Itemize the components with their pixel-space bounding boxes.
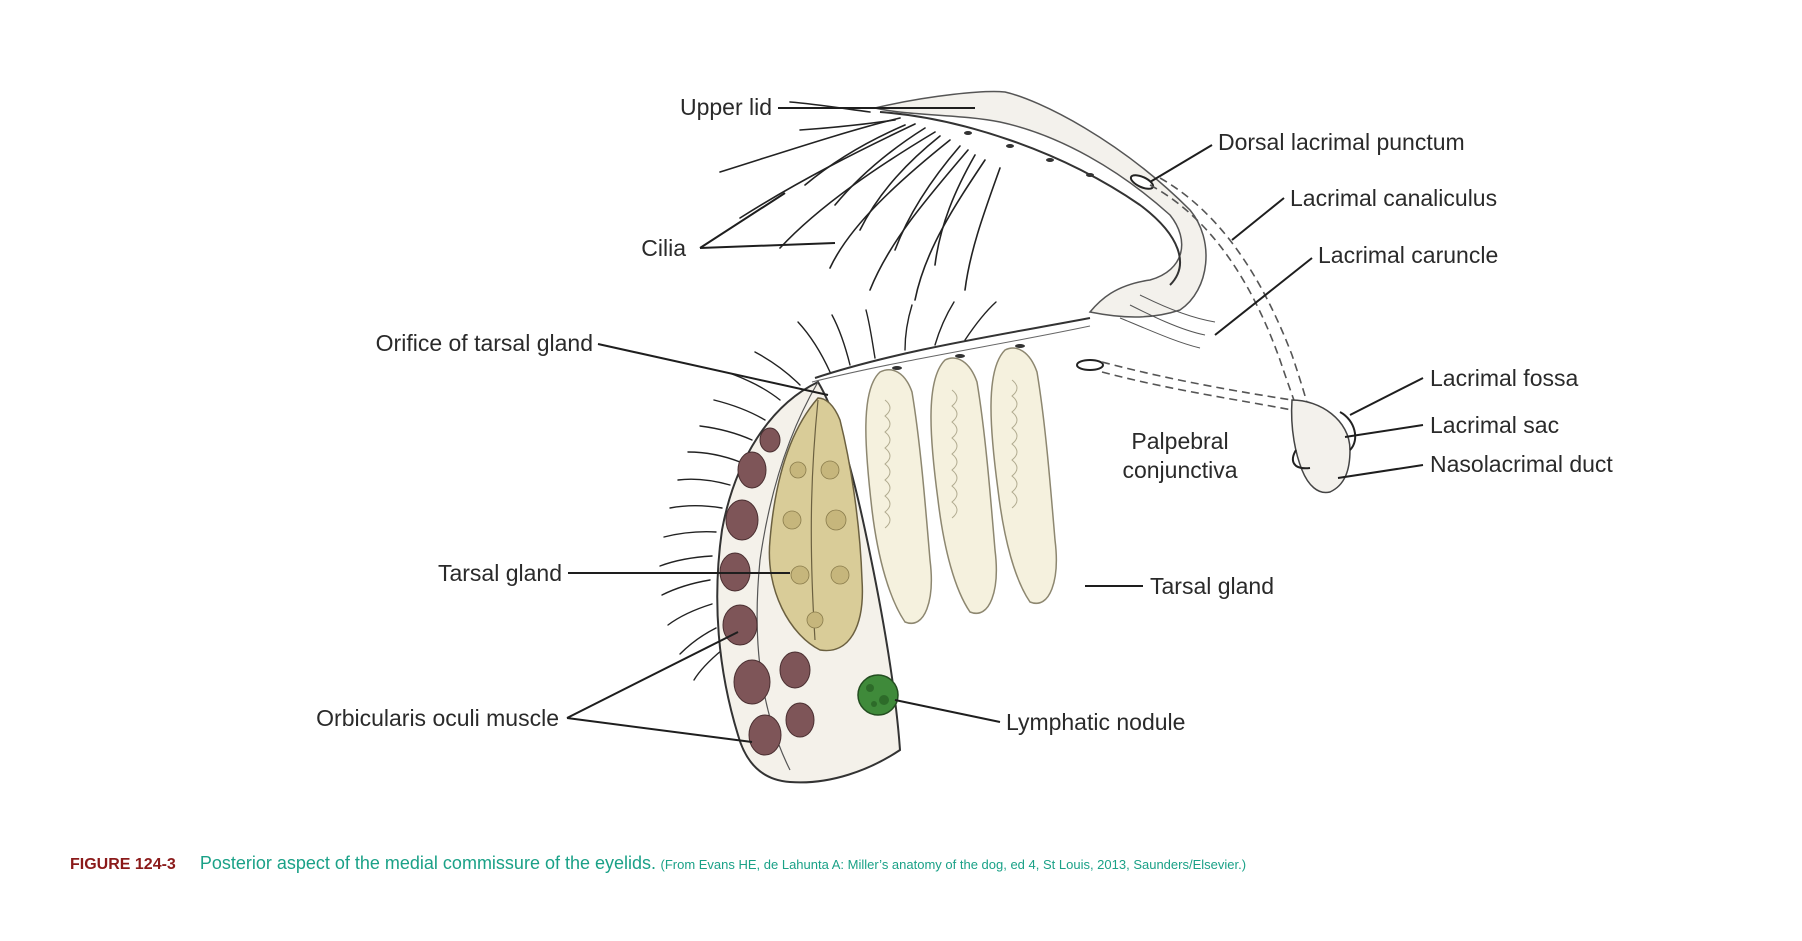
label-palpebral-line1: Palpebral [1131, 428, 1228, 454]
figure-caption: FIGURE 124-3 Posterior aspect of the medi… [70, 853, 1246, 874]
orbicularis-muscle-bundles [719, 427, 815, 756]
label-lacrimal-sac: Lacrimal sac [1430, 412, 1559, 438]
label-lacrimal-fossa: Lacrimal fossa [1430, 365, 1578, 391]
lacrimal-drainage-illustration [1101, 177, 1357, 494]
label-upper-lid: Upper lid [680, 94, 772, 120]
ventral-punctum-mark [1076, 359, 1104, 371]
lacrimal-caruncle-illustration [1119, 294, 1216, 349]
cilia-illustration [719, 101, 1001, 301]
leader-lines [566, 107, 1424, 743]
label-dorsal-lacrimal-punctum: Dorsal lacrimal punctum [1218, 129, 1465, 155]
tarsal-gland-section [768, 397, 864, 652]
label-lymphatic-nodule: Lymphatic nodule [1006, 709, 1185, 735]
label-orifice-tarsal-gland: Orifice of tarsal gland [376, 330, 593, 356]
label-nasolacrimal-duct: Nasolacrimal duct [1430, 451, 1613, 477]
label-lacrimal-caruncle: Lacrimal caruncle [1318, 242, 1498, 268]
upper-lid-illustration [874, 90, 1207, 318]
label-tarsal-gland-left: Tarsal gland [438, 560, 562, 586]
caption-source: (From Evans HE, de Lahunta A: Miller’s a… [660, 857, 1247, 872]
label-palpebral-line2: conjunctiva [1122, 457, 1237, 483]
label-orbicularis-oculi: Orbicularis oculi muscle [316, 705, 559, 731]
label-lacrimal-canaliculus: Lacrimal canaliculus [1290, 185, 1497, 211]
tarsal-gland-lobules [865, 347, 1057, 625]
lower-lid-illustration [659, 301, 1091, 784]
label-cilia: Cilia [641, 235, 686, 261]
labels: Upper lid Cilia Orifice of tarsal gland … [316, 94, 1613, 735]
lymphatic-nodule-mark [857, 674, 899, 716]
caption-figure-number: FIGURE 124-3 [70, 856, 176, 873]
caption-title: Posterior aspect of the medial commissur… [199, 853, 657, 873]
label-tarsal-gland-right: Tarsal gland [1150, 573, 1274, 599]
